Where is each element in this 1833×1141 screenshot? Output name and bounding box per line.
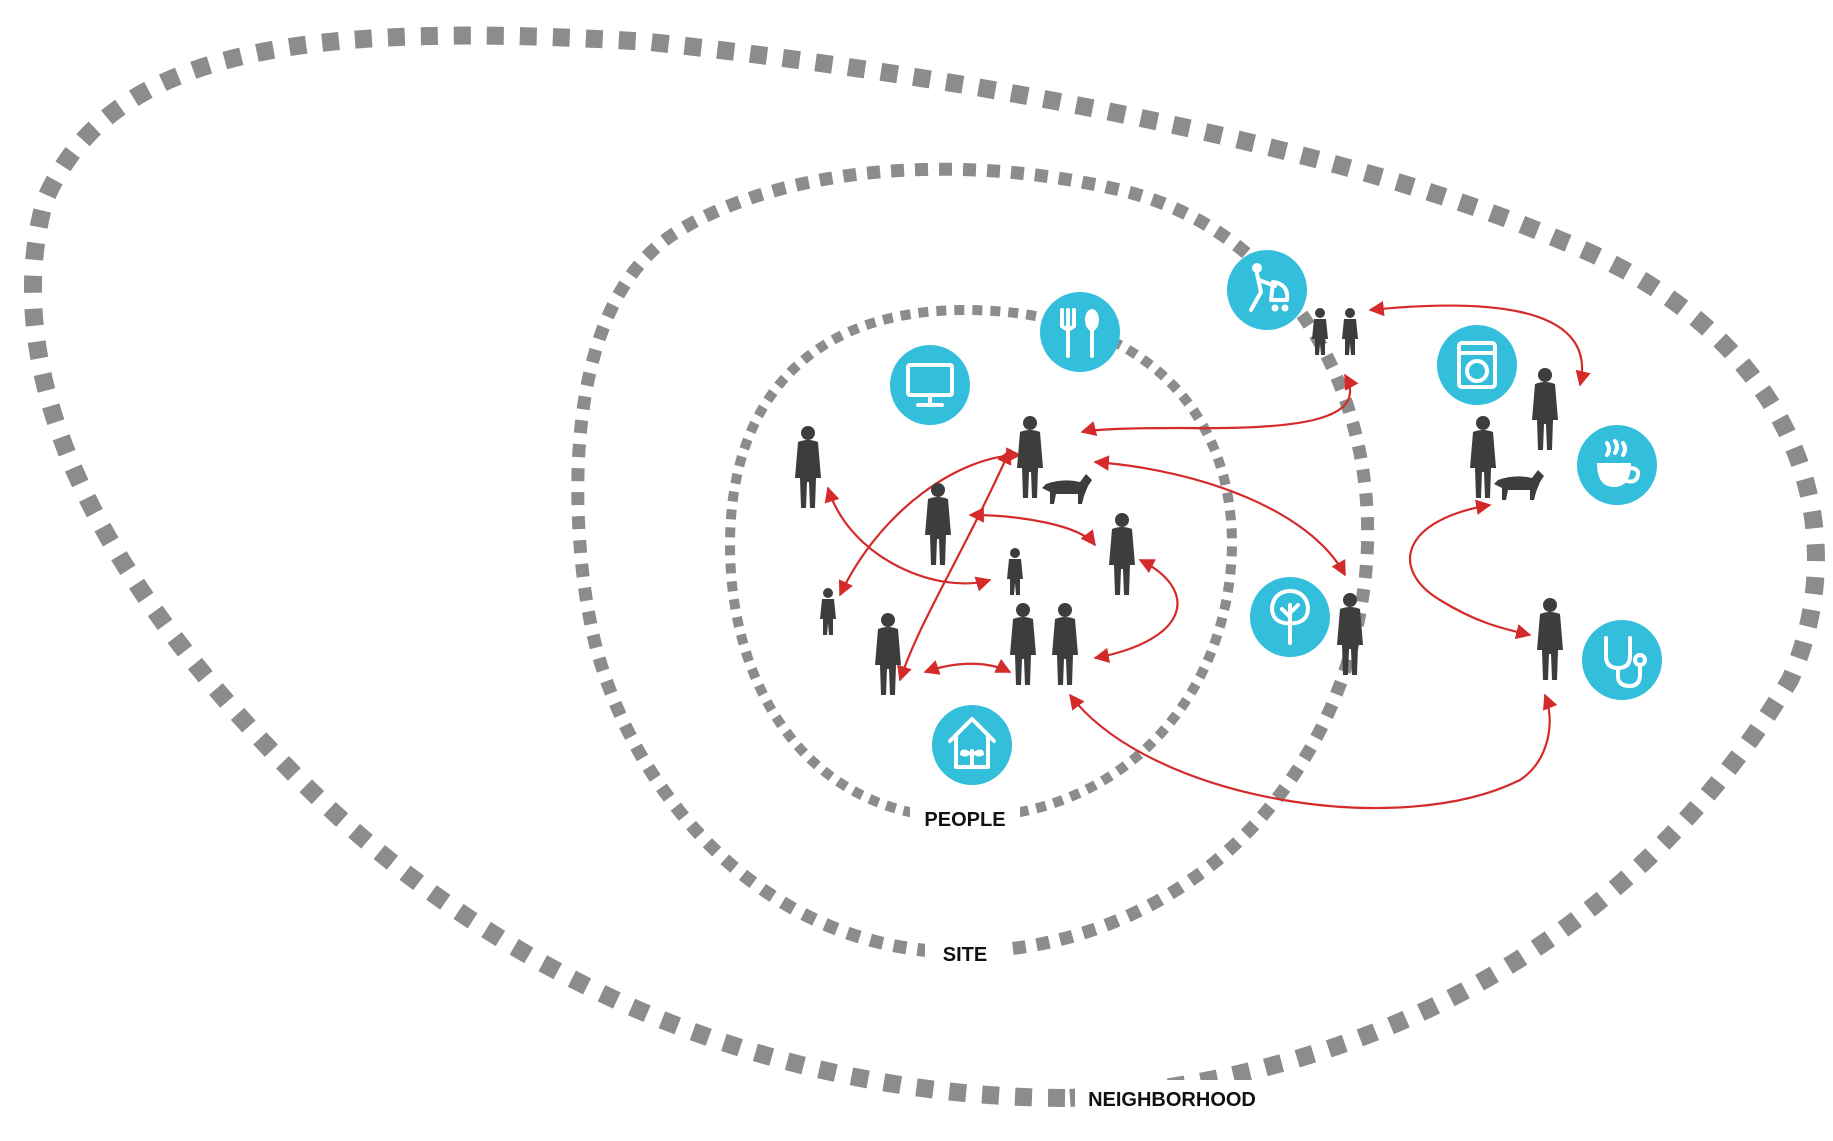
person-figure bbox=[1532, 368, 1558, 450]
coffee-cup-icon bbox=[1577, 425, 1657, 505]
person-figure bbox=[795, 426, 821, 508]
stethoscope-icon bbox=[1582, 620, 1662, 700]
person-figure bbox=[1052, 603, 1078, 685]
people-boundary bbox=[724, 304, 1238, 824]
flow-arrow bbox=[1093, 559, 1179, 663]
person-figure bbox=[1470, 416, 1496, 498]
stroller-icon bbox=[1227, 250, 1307, 330]
flow-arrow bbox=[824, 486, 992, 592]
people-label: PEOPLE bbox=[924, 809, 1005, 831]
interaction-flows bbox=[824, 300, 1591, 810]
people-label-bg bbox=[910, 800, 1020, 836]
person-figure bbox=[1109, 513, 1135, 595]
flow-arrow bbox=[1080, 373, 1359, 437]
flow-arrow bbox=[968, 507, 1096, 547]
child-figure bbox=[1342, 308, 1358, 355]
child-figure bbox=[1312, 308, 1328, 355]
flow-arrow bbox=[923, 658, 1012, 675]
flow-arrow bbox=[1069, 693, 1558, 810]
greenhouse-icon bbox=[932, 705, 1012, 785]
dog-figure bbox=[1494, 470, 1544, 500]
flow-arrow bbox=[1368, 300, 1591, 387]
person-figure bbox=[875, 613, 901, 695]
child-figure bbox=[1007, 548, 1023, 595]
flow-arrow bbox=[1093, 455, 1346, 577]
monitor-icon bbox=[890, 345, 970, 425]
person-figure bbox=[1537, 598, 1563, 680]
site-label-bg bbox=[925, 934, 1005, 970]
utensils-icon bbox=[1040, 292, 1120, 372]
laundry-icon bbox=[1437, 325, 1517, 405]
neighborhood-boundary bbox=[23, 26, 1825, 1108]
person-figure bbox=[1010, 603, 1036, 685]
neighborhood-label: NEIGHBORHOOD bbox=[1088, 1089, 1256, 1111]
flow-arrow bbox=[1408, 499, 1532, 640]
person-figure bbox=[925, 483, 951, 565]
dog-figure bbox=[1042, 474, 1092, 504]
neighborhood-label-bg bbox=[1075, 1080, 1295, 1120]
tree-icon bbox=[1250, 577, 1330, 657]
flow-arrow bbox=[897, 448, 1012, 682]
child-figure bbox=[820, 588, 836, 635]
person-figure bbox=[1017, 416, 1043, 498]
site-label: SITE bbox=[943, 944, 987, 966]
